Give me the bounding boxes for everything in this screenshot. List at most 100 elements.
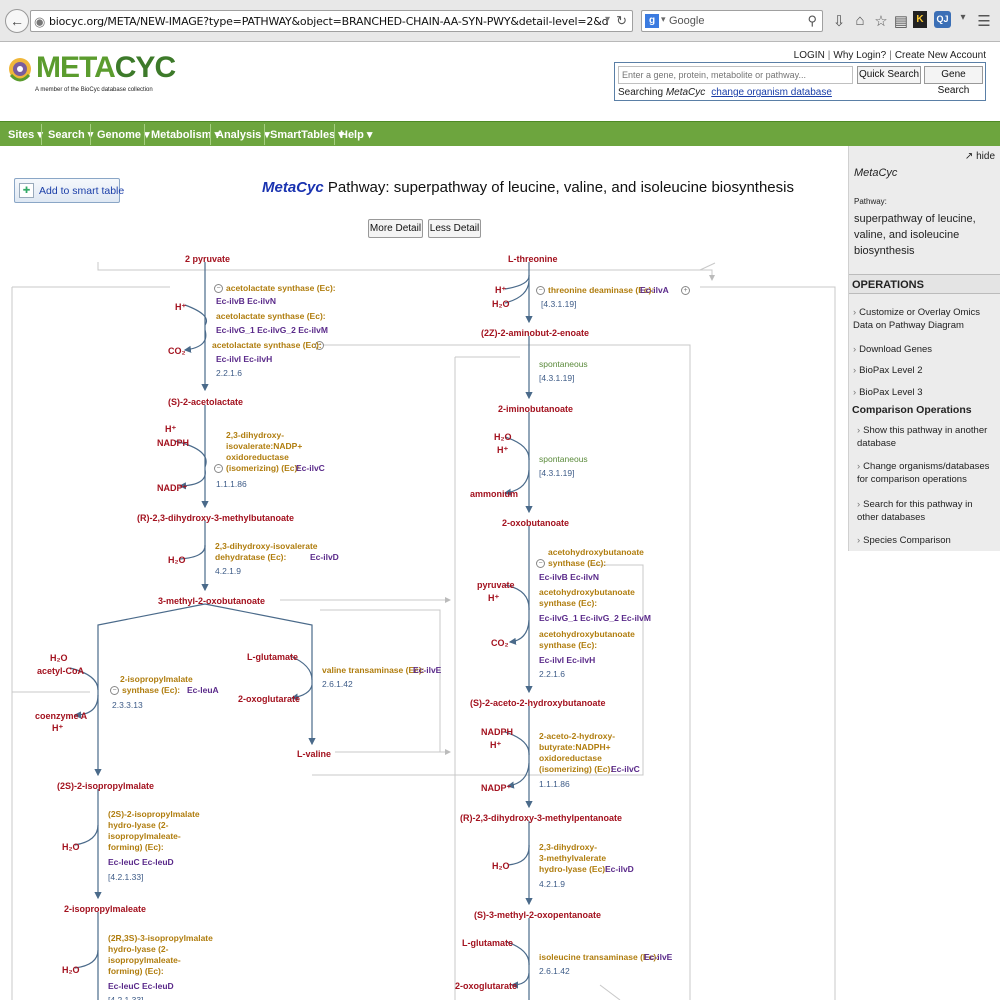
op-customize-omics[interactable]: ›Customize or Overlay Omics Data on Path…	[853, 306, 995, 332]
ec-collapse-icon[interactable]: −	[214, 284, 223, 293]
compound-link[interactable]: H⁺	[52, 723, 64, 733]
compound-link[interactable]: coenzyme A	[35, 711, 88, 721]
nav-help[interactable]: Help ▾	[340, 129, 373, 141]
metacyc-logo-icon[interactable]	[8, 55, 32, 85]
why-login-link[interactable]: Why Login?	[833, 50, 887, 61]
gene-search-button[interactable]: Gene Search	[924, 66, 983, 96]
enzyme-link[interactable]: acetohydroxybutanoate	[548, 547, 644, 557]
ec-number-link[interactable]: [4.2.1.33]	[108, 872, 144, 882]
enzyme-link[interactable]: hydro-lyase (2-	[108, 944, 169, 954]
enzyme-link[interactable]: acetohydroxybutanoate	[539, 587, 635, 597]
compound-link[interactable]: 2-oxoglutarate	[455, 981, 518, 991]
enzyme-link[interactable]: dehydratase (Ec):	[215, 552, 287, 562]
compound-link[interactable]: H⁺	[165, 424, 177, 434]
enzyme-link[interactable]: synthase (Ec):	[539, 640, 598, 650]
enzyme-link[interactable]: (isomerizing) (Ec):	[226, 463, 301, 473]
compound-link[interactable]: 2-oxobutanoate	[502, 518, 570, 528]
compound-link[interactable]: ammonium	[470, 489, 519, 499]
op-biopax-2[interactable]: ›BioPax Level 2	[853, 364, 995, 377]
compound-link[interactable]: H₂O	[494, 432, 512, 442]
nav-analysis[interactable]: Analysis ▾	[216, 129, 270, 141]
nav-smarttables[interactable]: SmartTables ▾	[270, 129, 344, 141]
compound-link[interactable]: 2-iminobutanoate	[498, 404, 574, 414]
gene-link[interactable]: Ec-ilvC	[611, 764, 640, 774]
ec-collapse-icon[interactable]: −	[110, 686, 119, 695]
compound-link[interactable]: CO₂	[168, 346, 186, 356]
enzyme-link[interactable]: 2,3-dihydroxy-	[226, 430, 285, 440]
ec-number-link[interactable]: 2.3.3.13	[112, 700, 143, 710]
compound-link[interactable]: H⁺	[495, 285, 507, 295]
enzyme-link[interactable]: isopropylmaleate-	[108, 831, 181, 841]
gene-link[interactable]: Ec-leuC Ec-leuD	[108, 981, 174, 991]
ec-number-link[interactable]: 4.2.1.9	[539, 879, 565, 889]
gene-link[interactable]: Ec-leuC Ec-leuD	[108, 857, 174, 867]
nav-sites[interactable]: Sites ▾	[8, 129, 43, 141]
compound-link[interactable]: H₂O	[492, 299, 510, 309]
compound-link[interactable]: (R)-2,3-dihydroxy-3-methylbutanoate	[137, 513, 295, 523]
enzyme-link[interactable]: threonine deaminase (Ec):	[548, 285, 655, 295]
dropdown-icon[interactable]: ▾	[604, 14, 610, 25]
enzyme-link[interactable]: synthase (Ec):	[122, 685, 181, 695]
enzyme-link[interactable]: butyrate:NADPH+	[539, 742, 611, 752]
ec-number-link[interactable]: [4.3.1.19]	[541, 299, 577, 309]
back-icon[interactable]: ←	[5, 9, 29, 33]
create-account-link[interactable]: Create New Account	[894, 50, 986, 61]
compound-link[interactable]: L-glutamate	[247, 652, 299, 662]
compound-link[interactable]: H⁺	[490, 740, 502, 750]
compound-link[interactable]: H⁺	[488, 593, 500, 603]
enzyme-link[interactable]: (2S)-2-isopropylmalate	[108, 809, 200, 819]
ec-number-link[interactable]: 2.6.1.42	[539, 966, 570, 976]
enzyme-link[interactable]: oxidoreductase	[226, 452, 289, 462]
gene-link[interactable]: Ec-ilvG_1 Ec-ilvG_2 Ec-ilvM	[216, 325, 328, 335]
less-detail-button[interactable]: Less Detail	[428, 219, 481, 238]
menu-icon[interactable]: ☰	[977, 13, 991, 30]
reload-icon[interactable]: ↻	[616, 13, 627, 28]
op-download-genes[interactable]: ›Download Genes	[853, 343, 995, 356]
enzyme-link[interactable]: forming) (Ec):	[108, 966, 164, 976]
login-link[interactable]: LOGIN	[793, 50, 825, 61]
search-icon[interactable]: ⚲	[807, 13, 817, 28]
enzyme-link[interactable]: isovalerate:NADP+	[226, 441, 303, 451]
nav-metabolism[interactable]: Metabolism ▾	[151, 129, 221, 141]
ec-collapse-icon[interactable]: −	[536, 559, 545, 568]
enzyme-link[interactable]: 2,3-dihydroxy-isovalerate	[215, 541, 318, 551]
ec-number-link[interactable]: 1.1.1.86	[539, 779, 570, 789]
ec-collapse-icon[interactable]: −	[214, 464, 223, 473]
ec-collapse-icon[interactable]: −	[315, 341, 324, 350]
bookmark-star-icon[interactable]: ☆	[874, 13, 888, 30]
enzyme-link[interactable]: hydro-lyase (Ec):	[539, 864, 608, 874]
compound-link[interactable]: CO₂	[491, 638, 509, 648]
compound-link[interactable]: (S)-3-methyl-2-oxopentanoate	[474, 910, 602, 920]
enzyme-link[interactable]: synthase (Ec):	[539, 598, 598, 608]
gene-link[interactable]: Ec-ilvD	[605, 864, 634, 874]
gene-link[interactable]: Ec-ilvB Ec-ilvN	[216, 296, 276, 306]
enzyme-link[interactable]: (2R,3S)-3-isopropylmalate	[108, 933, 213, 943]
ec-number-link[interactable]: [4.3.1.19]	[539, 373, 575, 383]
nav-search[interactable]: Search ▾	[48, 129, 94, 141]
gene-link[interactable]: Ec-ilvA	[640, 285, 669, 295]
compound-link[interactable]: H₂O	[50, 653, 68, 663]
enzyme-link[interactable]: oxidoreductase	[539, 753, 602, 763]
add-to-smart-table-button[interactable]: ✚ Add to smart table	[14, 178, 124, 203]
enzyme-link[interactable]: isopropylmaleate-	[108, 955, 181, 965]
metacyc-logo[interactable]: METACYC	[36, 51, 176, 85]
ec-number-link[interactable]: 4.2.1.9	[215, 566, 241, 576]
op-biopax-3[interactable]: ›BioPax Level 3	[853, 386, 995, 399]
ec-collapse-icon[interactable]: −	[536, 286, 545, 295]
gene-link[interactable]: Ec-ilvB Ec-ilvN	[539, 572, 599, 582]
compound-link[interactable]: H₂O	[492, 861, 510, 871]
enzyme-link[interactable]: acetolactate synthase (Ec):	[226, 283, 336, 293]
enzyme-link[interactable]: acetohydroxybutanoate	[539, 629, 635, 639]
enzyme-link[interactable]: (isomerizing) (Ec):	[539, 764, 614, 774]
compound-link[interactable]: H₂O	[62, 842, 80, 852]
compound-link[interactable]: acetyl-CoA	[37, 666, 85, 676]
ec-expand-icon[interactable]: +	[681, 286, 690, 295]
compound-link[interactable]: NADPH	[481, 727, 514, 737]
compound-link[interactable]: 2 pyruvate	[185, 254, 231, 264]
gene-search-input[interactable]	[618, 66, 853, 84]
enzyme-link[interactable]: forming) (Ec):	[108, 842, 164, 852]
compound-link[interactable]: (2Z)-2-aminobut-2-enoate	[481, 328, 589, 338]
enzyme-link[interactable]: hydro-lyase (2-	[108, 820, 169, 830]
compound-link[interactable]: H⁺	[497, 445, 509, 455]
compound-link[interactable]: (S)-2-acetolactate	[168, 397, 244, 407]
